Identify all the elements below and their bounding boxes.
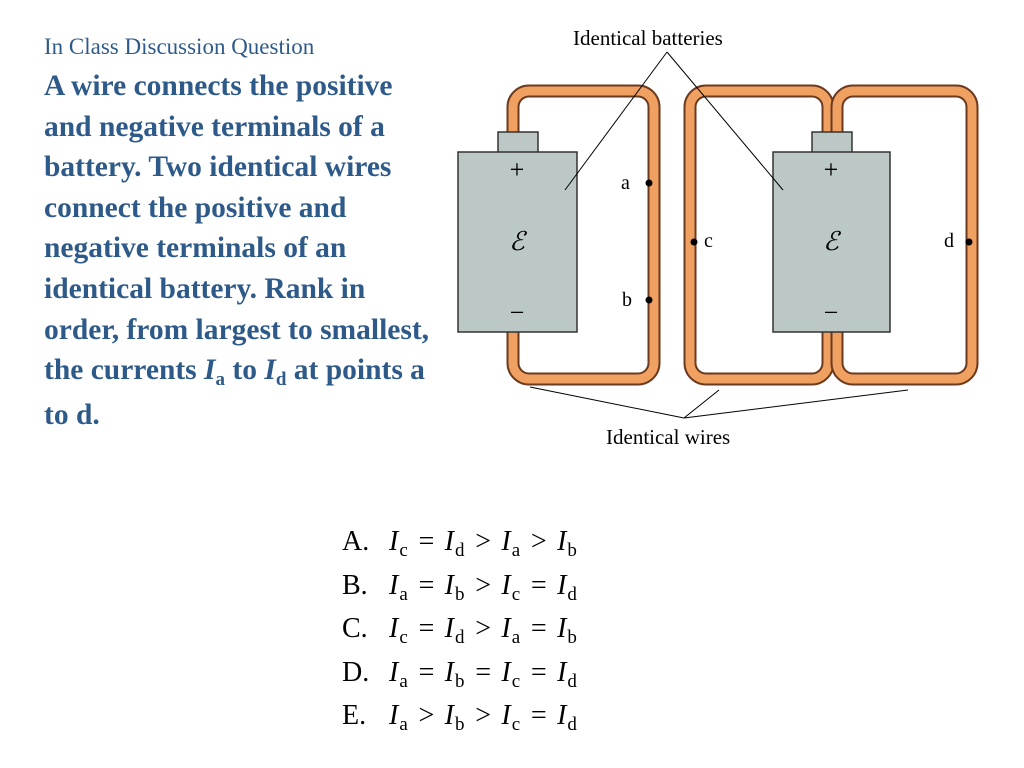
- battery-2-terminal: [811, 131, 853, 154]
- question-end: at points a to d.: [44, 354, 425, 431]
- question-text: A wire connects the positive and negativ…: [44, 66, 444, 435]
- point-a-dot: [645, 179, 653, 187]
- battery-2-emf: ℰ: [823, 227, 841, 256]
- slide-kicker: In Class Discussion Question: [44, 34, 315, 59]
- battery-1-terminal: [497, 131, 539, 154]
- battery-2-minus: −: [824, 298, 839, 327]
- battery-1-emf: ℰ: [509, 227, 527, 256]
- choice-expression: Ic = Id > Ia > Ib: [389, 526, 578, 561]
- choice-d[interactable]: D. Ia = Ib = Ic = Id: [342, 653, 578, 697]
- question-var-id: I: [264, 354, 276, 387]
- battery-1-body: [457, 151, 578, 333]
- point-d: d: [944, 230, 973, 252]
- question-sub-d: d: [275, 369, 287, 391]
- choice-c[interactable]: C. Ic = Id > Ia = Ib: [342, 609, 578, 653]
- point-d-dot: [965, 238, 973, 246]
- choice-e[interactable]: E. Ia > Ib > Ic = Id: [342, 696, 578, 740]
- point-b-label: b: [622, 289, 632, 311]
- choice-expression: Ia = Ib = Ic = Id: [389, 656, 578, 692]
- choice-letter: B.: [342, 569, 368, 601]
- label-identical-wires: Identical wires: [606, 425, 730, 449]
- label-identical-batteries: Identical batteries: [573, 26, 723, 50]
- question-mid: to: [225, 354, 265, 387]
- choice-letter: D.: [342, 656, 370, 688]
- question-sub-a: a: [215, 369, 226, 391]
- battery-1-minus: −: [510, 298, 525, 327]
- battery-2-body: [772, 151, 891, 333]
- battery-1-plus: +: [510, 155, 525, 184]
- choice-expression: Ia = Ib > Ic = Id: [389, 569, 578, 605]
- point-c: c: [690, 230, 713, 252]
- battery-2-plus: +: [824, 155, 839, 184]
- battery-1: + ℰ −: [457, 131, 578, 333]
- choice-letter: C.: [342, 613, 368, 644]
- point-d-label: d: [944, 230, 954, 252]
- choice-letter: A.: [342, 526, 370, 557]
- point-a: a: [621, 172, 653, 194]
- choice-expression: Ic = Id > Ia = Ib: [389, 613, 578, 648]
- question-var-ia: I: [204, 354, 216, 387]
- choice-b[interactable]: B. Ia = Ib > Ic = Id: [342, 566, 578, 610]
- point-c-dot: [690, 238, 698, 246]
- battery-leader-lines: [564, 51, 784, 191]
- answer-choices: A. Ic = Id > Ia > Ib B. Ia = Ib > Ic = I…: [342, 522, 578, 740]
- battery-2: + ℰ −: [772, 131, 891, 333]
- point-c-label: c: [704, 230, 713, 252]
- choice-letter: E.: [342, 700, 367, 731]
- choice-expression: Ia > Ib > Ic = Id: [389, 700, 578, 735]
- wire-leader-lines: [529, 386, 909, 419]
- point-b-dot: [645, 296, 653, 304]
- choice-a[interactable]: A. Ic = Id > Ia > Ib: [342, 522, 578, 566]
- point-a-label: a: [621, 172, 630, 194]
- question-main: A wire connects the positive and negativ…: [44, 70, 430, 387]
- point-b: b: [622, 289, 653, 311]
